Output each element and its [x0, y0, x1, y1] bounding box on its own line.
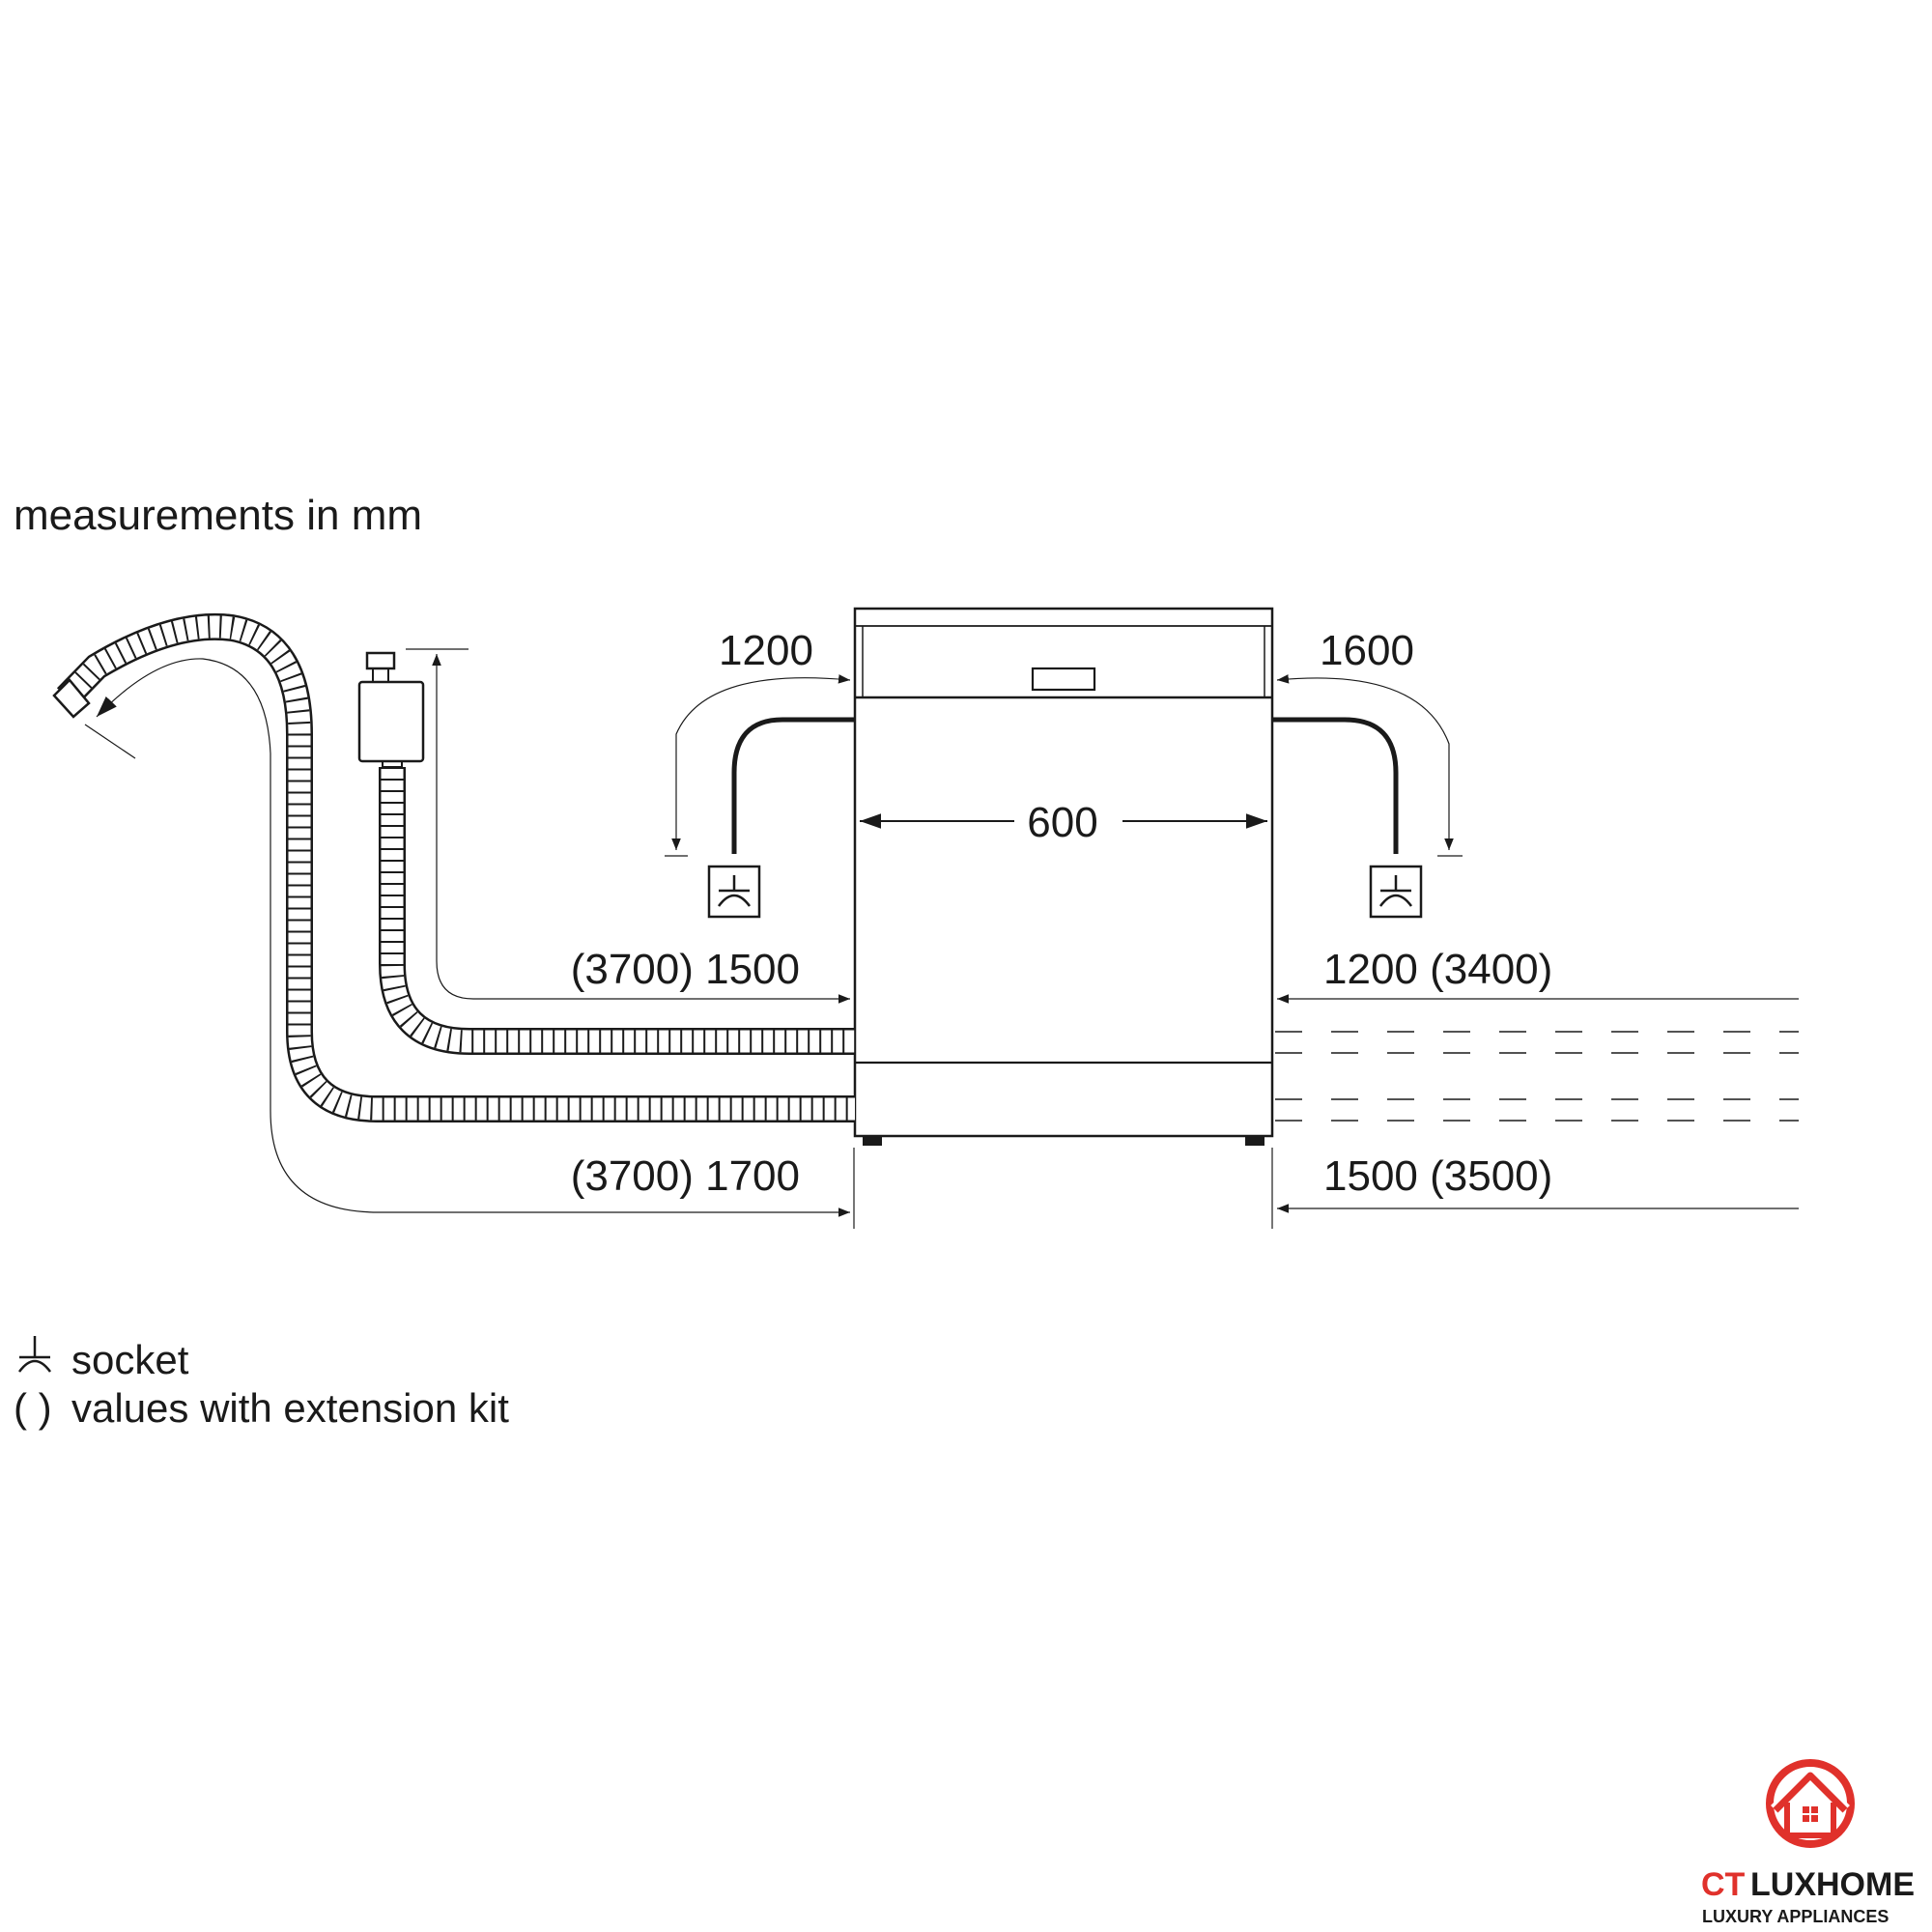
brand-tagline: LUXURY APPLIANCES [1702, 1907, 1889, 1926]
control-display [1031, 667, 1096, 692]
socket-icon [707, 865, 761, 919]
drain-hose-left-dimension: (3700) 1700 [571, 1152, 800, 1200]
right-side-hoses [1275, 1031, 1799, 1122]
foot-left [863, 1136, 882, 1146]
drain-hose-right-dimension: 1500 (3500) [1323, 1152, 1552, 1200]
aquastop-valve [357, 680, 425, 763]
brand-name-ct: CT [1701, 1866, 1746, 1903]
cable-right-dimension: 1600 [1320, 627, 1414, 674]
power-cable-left [731, 717, 855, 854]
units-note: measurements in mm [14, 492, 422, 539]
inlet-hose-left-dimension: (3700) 1500 [571, 946, 800, 993]
legend-socket: socket [71, 1337, 189, 1382]
socket-icon [1369, 865, 1423, 919]
power-cable-right [1272, 717, 1399, 854]
legend-socket-symbol [17, 1336, 52, 1373]
foot-right [1245, 1136, 1264, 1146]
width-dimension: 600 [1027, 799, 1097, 846]
brand-name-luxhome: LUXHOME [1750, 1866, 1915, 1903]
inlet-hose-right-dimension: 1200 (3400) [1323, 946, 1552, 993]
brand-logo: CT LUXHOME LUXURY APPLIANCES [1701, 1759, 1915, 1926]
dishwasher [853, 607, 1274, 1146]
cable-left-dimension: 1200 [719, 627, 813, 674]
legend-extension-symbol: ( ) [14, 1385, 52, 1431]
drain-hose-end [52, 678, 91, 719]
legend-extension: values with extension kit [71, 1385, 509, 1431]
